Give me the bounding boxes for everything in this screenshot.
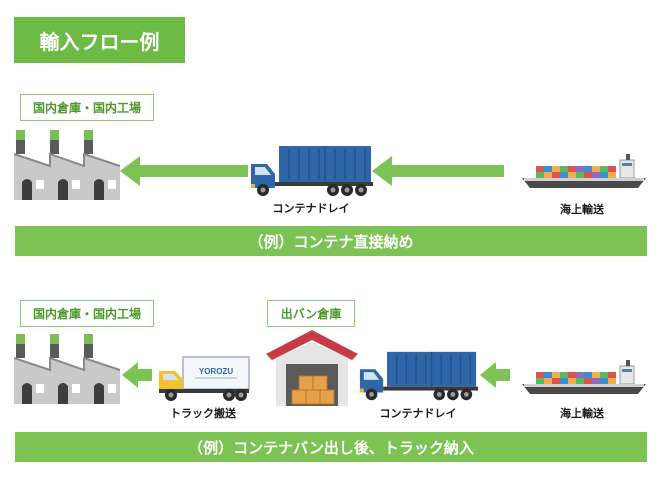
page-title: 輸入フロー例 bbox=[14, 17, 185, 63]
factory-icon bbox=[13, 130, 121, 200]
flow-arrow bbox=[480, 362, 510, 388]
container-ship-icon bbox=[522, 360, 646, 394]
drayage-label: コンテナドレイ bbox=[379, 407, 457, 420]
container-truck-icon bbox=[251, 146, 373, 196]
flow-banner: （例）コンテナバン出し後、トラック納入 bbox=[15, 432, 647, 462]
truck-transport-label: トラック搬送 bbox=[170, 407, 236, 420]
truck-logo-text: YOROZU bbox=[199, 367, 233, 376]
drayage-label: コンテナドレイ bbox=[272, 202, 350, 215]
sea-transport-label: 海上輸送 bbox=[560, 407, 604, 420]
destination-tag: 国内倉庫・国内工場 bbox=[20, 94, 154, 121]
flow-arrow bbox=[120, 156, 248, 186]
factory-icon bbox=[13, 334, 121, 404]
container-ship-icon bbox=[522, 154, 646, 188]
flow-arrow bbox=[122, 362, 152, 388]
box-truck-icon: YOROZU bbox=[159, 356, 250, 401]
flow-arrow bbox=[372, 156, 504, 186]
destination-tag: 国内倉庫・国内工場 bbox=[20, 300, 154, 327]
container-truck-icon bbox=[359, 351, 478, 401]
sea-transport-label: 海上輸送 bbox=[560, 203, 604, 216]
devanning-warehouse-tag: 出バン倉庫 bbox=[267, 300, 355, 327]
warehouse-icon bbox=[266, 330, 358, 406]
flow-banner: （例）コンテナ直接納め bbox=[15, 226, 647, 256]
